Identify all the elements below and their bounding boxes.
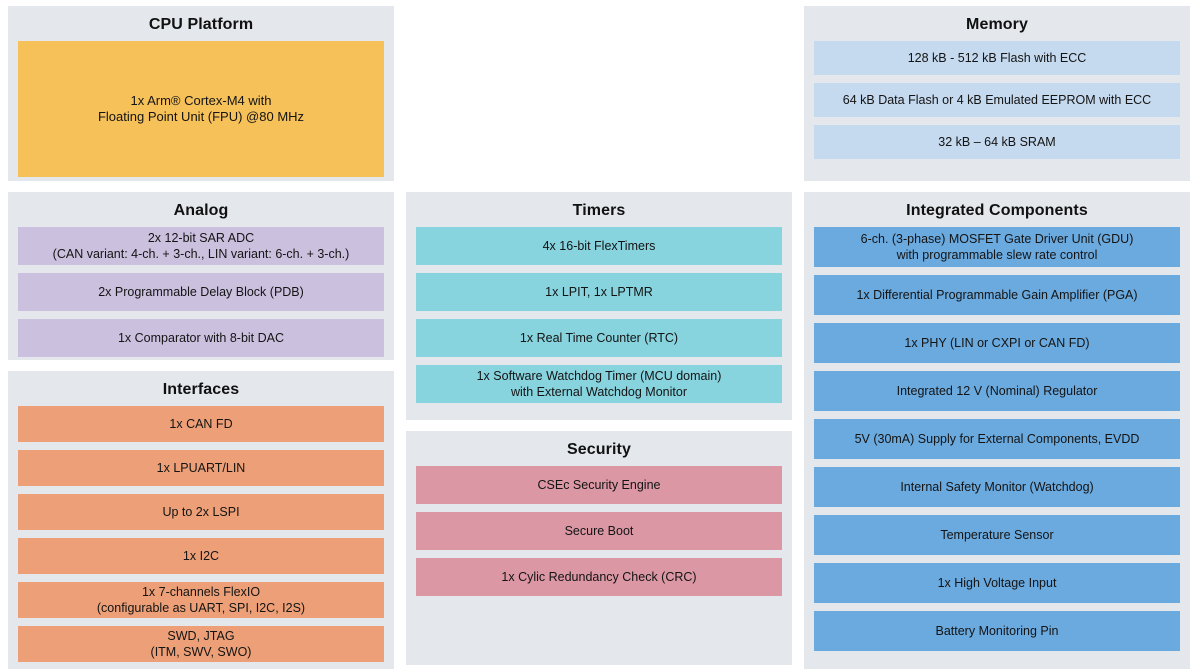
panel-title-integrated-components: Integrated Components bbox=[906, 202, 1088, 219]
block-i2c: 1x I2C bbox=[18, 538, 384, 575]
panel-title-timers: Timers bbox=[572, 202, 626, 219]
block-software-watchdog-timer: 1x Software Watchdog Timer (MCU domain) … bbox=[416, 365, 782, 404]
block-battery-monitoring-pin: Battery Monitoring Pin bbox=[814, 611, 1180, 652]
block-phy: 1x PHY (LIN or CXPI or CAN FD) bbox=[814, 323, 1180, 364]
panel-cpu-platform: CPU Platform 1x Arm® Cortex-M4 with Floa… bbox=[8, 6, 394, 181]
panel-security: Security CSEc Security Engine Secure Boo… bbox=[406, 431, 792, 665]
block-mosfet-gate-driver-unit: 6-ch. (3-phase) MOSFET Gate Driver Unit … bbox=[814, 227, 1180, 268]
block-data-flash-eeprom: 64 kB Data Flash or 4 kB Emulated EEPROM… bbox=[814, 83, 1180, 118]
block-flexio: 1x 7-channels FlexIO (configurable as UA… bbox=[18, 582, 384, 619]
panel-title-analog: Analog bbox=[173, 202, 229, 219]
block-swd-jtag: SWD, JTAG (ITM, SWV, SWO) bbox=[18, 626, 384, 663]
panel-title-security: Security bbox=[567, 441, 631, 458]
block-comparator-dac: 1x Comparator with 8-bit DAC bbox=[18, 319, 384, 358]
blocks-cpu-platform: 1x Arm® Cortex-M4 with Floating Point Un… bbox=[18, 41, 384, 178]
block-high-voltage-input: 1x High Voltage Input bbox=[814, 563, 1180, 604]
block-lpuart-lin: 1x LPUART/LIN bbox=[18, 450, 384, 487]
block-12v-regulator: Integrated 12 V (Nominal) Regulator bbox=[814, 371, 1180, 412]
block-sar-adc: 2x 12-bit SAR ADC (CAN variant: 4-ch. + … bbox=[18, 227, 384, 266]
block-lpit-lptmr: 1x LPIT, 1x LPTMR bbox=[416, 273, 782, 312]
blocks-memory: 128 kB - 512 kB Flash with ECC 64 kB Dat… bbox=[814, 41, 1180, 171]
block-csec-security-engine: CSEc Security Engine bbox=[416, 466, 782, 505]
right-column: Memory 128 kB - 512 kB Flash with ECC 64… bbox=[804, 6, 1190, 669]
left-column: CPU Platform 1x Arm® Cortex-M4 with Floa… bbox=[8, 6, 394, 669]
block-can-fd: 1x CAN FD bbox=[18, 406, 384, 443]
panel-title-interfaces: Interfaces bbox=[162, 381, 240, 398]
panel-title-memory: Memory bbox=[966, 16, 1028, 33]
panel-interfaces: Interfaces 1x CAN FD 1x LPUART/LIN Up to… bbox=[8, 371, 394, 669]
block-internal-safety-monitor: Internal Safety Monitor (Watchdog) bbox=[814, 467, 1180, 508]
block-programmable-delay-block: 2x Programmable Delay Block (PDB) bbox=[18, 273, 384, 312]
panel-analog: Analog 2x 12-bit SAR ADC (CAN variant: 4… bbox=[8, 192, 394, 360]
block-sram: 32 kB – 64 kB SRAM bbox=[814, 125, 1180, 160]
panel-memory: Memory 128 kB - 512 kB Flash with ECC 64… bbox=[804, 6, 1190, 181]
block-crc: 1x Cylic Redundancy Check (CRC) bbox=[416, 558, 782, 597]
middle-column: Timers 4x 16-bit FlexTimers 1x LPIT, 1x … bbox=[406, 6, 792, 665]
panel-timers: Timers 4x 16-bit FlexTimers 1x LPIT, 1x … bbox=[406, 192, 792, 420]
blocks-integrated-components: 6-ch. (3-phase) MOSFET Gate Driver Unit … bbox=[814, 227, 1180, 659]
block-temperature-sensor: Temperature Sensor bbox=[814, 515, 1180, 556]
block-programmable-gain-amplifier: 1x Differential Programmable Gain Amplif… bbox=[814, 275, 1180, 316]
blocks-interfaces: 1x CAN FD 1x LPUART/LIN Up to 2x LSPI 1x… bbox=[18, 406, 384, 663]
panel-title-cpu-platform: CPU Platform bbox=[148, 16, 254, 33]
block-lspi: Up to 2x LSPI bbox=[18, 494, 384, 531]
blocks-timers: 4x 16-bit FlexTimers 1x LPIT, 1x LPTMR 1… bbox=[416, 227, 782, 410]
block-flash-with-ecc: 128 kB - 512 kB Flash with ECC bbox=[814, 41, 1180, 76]
block-real-time-counter: 1x Real Time Counter (RTC) bbox=[416, 319, 782, 358]
blocks-analog: 2x 12-bit SAR ADC (CAN variant: 4-ch. + … bbox=[18, 227, 384, 358]
block-flextimers: 4x 16-bit FlexTimers bbox=[416, 227, 782, 266]
blocks-security: CSEc Security Engine Secure Boot 1x Cyli… bbox=[416, 466, 782, 655]
panel-integrated-components: Integrated Components 6-ch. (3-phase) MO… bbox=[804, 192, 1190, 669]
block-5v-supply-evdd: 5V (30mA) Supply for External Components… bbox=[814, 419, 1180, 460]
block-secure-boot: Secure Boot bbox=[416, 512, 782, 551]
block-cortex-m4: 1x Arm® Cortex-M4 with Floating Point Un… bbox=[18, 41, 384, 178]
